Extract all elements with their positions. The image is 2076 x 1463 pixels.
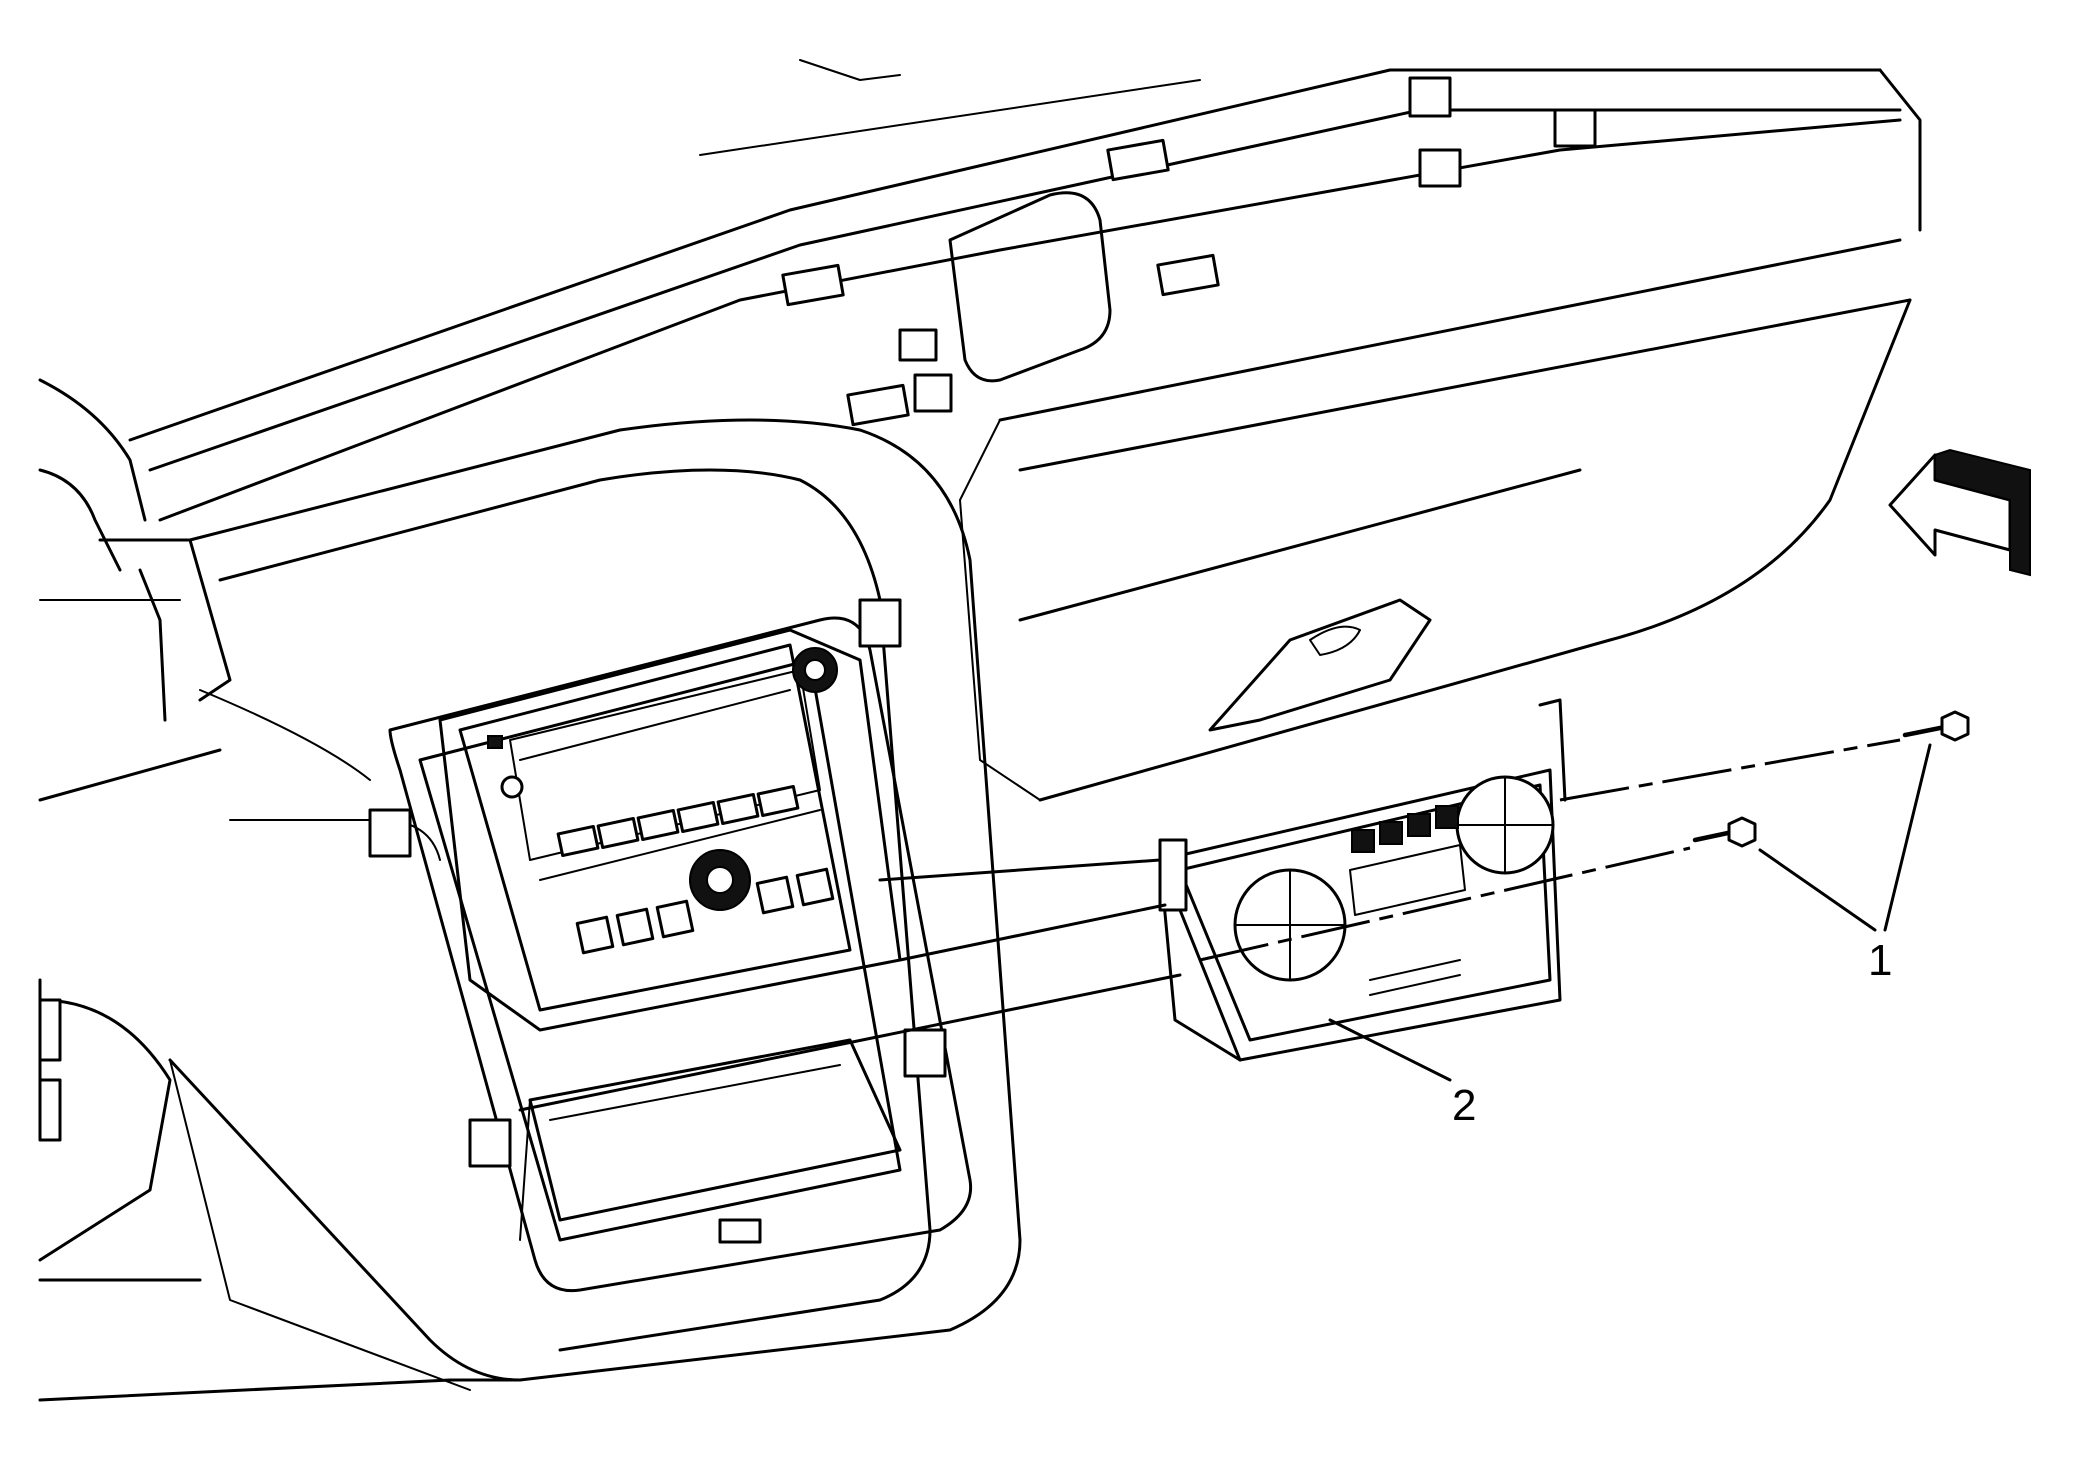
dash-upper-trim [128,59,1922,522]
view-direction-arrow [1888,448,2031,577]
instrument-panel-left [38,378,232,1282]
leader-lines [1328,743,1932,1082]
dash-vent-slots [781,76,1597,427]
installation-lines [518,738,1901,1112]
center-console-bezel [38,418,1022,1402]
lower-storage-pocket [519,1038,902,1241]
radio-unit [438,628,902,1032]
glove-box [959,238,1912,802]
callout-2-label: 2 [1452,1081,1476,1130]
callout-1-label: 1 [1868,936,1892,985]
screws [1692,710,1970,848]
hvac-control-module [1158,698,1567,1062]
